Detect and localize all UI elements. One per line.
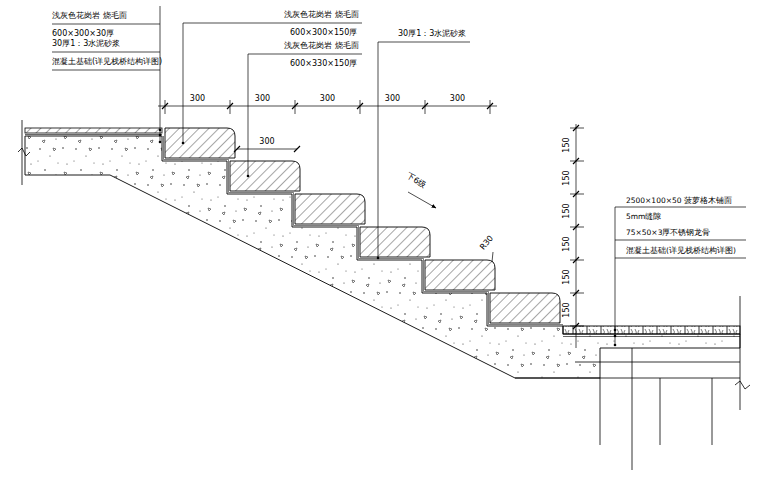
dimension-text: 300	[190, 95, 205, 103]
material-callout: 600×300×30厚	[52, 30, 114, 38]
leader-dots	[159, 129, 617, 347]
material-callout: 浅灰色花岗岩 烧毛面	[284, 11, 359, 19]
dimension-text: 150	[563, 170, 571, 185]
deck-joist	[563, 336, 740, 337]
dimension-text: 300	[450, 95, 465, 103]
dimension-text: 300	[255, 95, 270, 103]
material-callout: 30厚1：3水泥砂浆	[398, 30, 466, 38]
dimension-text: 150	[563, 236, 571, 251]
radius-text: R30	[479, 234, 495, 251]
material-callout: 75×50×3厚不锈钢龙骨	[626, 229, 710, 237]
material-callout: 600×300×150厚	[290, 29, 357, 37]
leader-lines	[52, 6, 746, 345]
material-callout: 混凝土基础(详见栈桥结构详图)	[626, 247, 736, 255]
structure-lines	[18, 120, 750, 470]
dimension-text: 150	[563, 302, 571, 317]
dimension-text: 150	[563, 203, 571, 218]
timber-deck	[563, 326, 740, 334]
direction-note: 下6级	[405, 172, 427, 189]
material-callout: 5mm缝隙	[626, 213, 661, 221]
material-callout: 30厚1：3水泥砂浆	[52, 40, 120, 48]
material-callout: 浅灰色花岗岩 烧毛面	[284, 42, 359, 50]
concrete-base	[25, 136, 740, 378]
dimension-text: 150	[563, 269, 571, 284]
dimension-text: 300	[320, 95, 335, 103]
dimension-text: 300	[385, 95, 400, 103]
mortar-layer	[164, 136, 564, 325]
dimension-lines	[158, 100, 584, 348]
material-callout: 2500×100×50 菠萝格木铺面	[626, 197, 732, 205]
granite-steps	[165, 128, 560, 323]
dimension-text: 150	[563, 137, 571, 152]
material-callout: 混凝土基础(详见栈桥结构详图)	[52, 58, 162, 66]
landing-paving	[25, 128, 162, 133]
material-callout: 600×330×150厚	[290, 60, 357, 68]
material-callout: 浅灰色花岗岩 烧毛面	[52, 12, 127, 20]
mortar-line	[25, 134, 162, 135]
dimension-text: 300	[259, 138, 274, 146]
